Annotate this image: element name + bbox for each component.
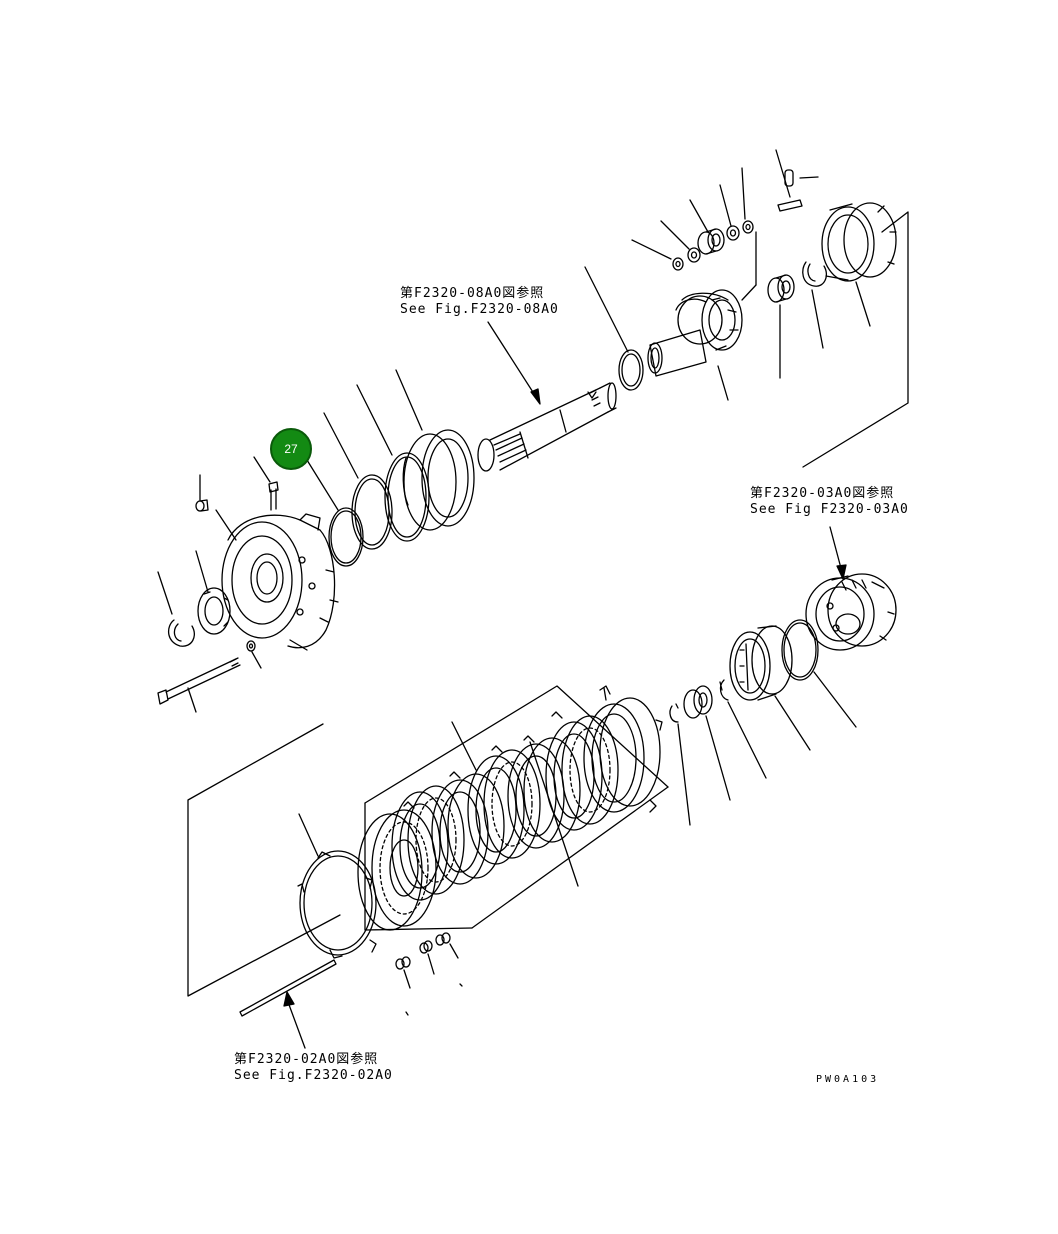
needle-bearing bbox=[690, 200, 724, 254]
reference-label-top-jp: 第F2320-08A0図参照 bbox=[400, 286, 545, 301]
separator-plate-2 bbox=[432, 772, 504, 884]
drawing-code: PW0A103 bbox=[816, 1074, 880, 1085]
dowel-pin bbox=[196, 475, 208, 511]
reference-frame-lower bbox=[188, 724, 340, 1016]
reference-label-bottom: 第F2320-02A0図参照 See Fig.F2320-02A0 bbox=[234, 1052, 393, 1084]
reference-label-bottom-jp: 第F2320-02A0図参照 bbox=[234, 1052, 379, 1067]
bolt bbox=[158, 658, 240, 712]
seal-ring-small bbox=[302, 452, 363, 566]
bolt-washer bbox=[247, 641, 261, 668]
input-shaft bbox=[478, 383, 616, 471]
thin-ring bbox=[782, 620, 856, 727]
drum-cover bbox=[822, 203, 896, 326]
reference-label-top: 第F2320-08A0図参照 See Fig.F2320-08A0 bbox=[400, 286, 559, 318]
friction-disc-4 bbox=[546, 712, 618, 830]
reference-arrow-top bbox=[488, 322, 540, 404]
reference-arrow-bottom bbox=[284, 992, 305, 1048]
reference-label-top-en: See Fig.F2320-08A0 bbox=[400, 302, 559, 317]
friction-disc-1 bbox=[358, 810, 436, 930]
friction-disc-2 bbox=[392, 786, 464, 900]
disc-pack-brackets bbox=[365, 686, 668, 930]
ball-bearing bbox=[768, 275, 794, 378]
retaining-ring-small bbox=[720, 680, 766, 778]
snap-ring-left bbox=[158, 572, 194, 646]
ring-gear bbox=[730, 626, 810, 750]
planetary-carrier bbox=[806, 527, 896, 650]
reference-label-bottom-en: See Fig.F2320-02A0 bbox=[234, 1068, 393, 1083]
thrust-ring bbox=[585, 267, 643, 390]
end-plate bbox=[584, 686, 662, 812]
clutch-piston bbox=[396, 370, 474, 530]
reference-label-right-jp: 第F2320-03A0図参照 bbox=[750, 486, 895, 501]
seal-ring-large bbox=[357, 385, 429, 541]
snap-ring-carrier bbox=[670, 704, 690, 825]
part-callout-label: 27 bbox=[284, 442, 298, 456]
part-callout-27[interactable]: 27 bbox=[270, 428, 312, 470]
springs bbox=[396, 933, 462, 1015]
back-plate bbox=[298, 814, 376, 958]
reference-frame-right bbox=[803, 212, 908, 467]
snap-ring-right bbox=[803, 262, 827, 348]
plug bbox=[254, 457, 278, 510]
pin-part bbox=[776, 150, 818, 211]
gear-small bbox=[684, 686, 730, 800]
separator-plate-3 bbox=[508, 736, 580, 848]
hub-with-shaft bbox=[648, 232, 756, 400]
reference-label-right-en: See Fig F2320-03A0 bbox=[750, 502, 909, 517]
washer-housing bbox=[196, 551, 230, 634]
clutch-housing bbox=[216, 510, 338, 650]
reference-label-right: 第F2320-03A0図参照 See Fig F2320-03A0 bbox=[750, 486, 909, 518]
small-washers bbox=[632, 168, 753, 270]
